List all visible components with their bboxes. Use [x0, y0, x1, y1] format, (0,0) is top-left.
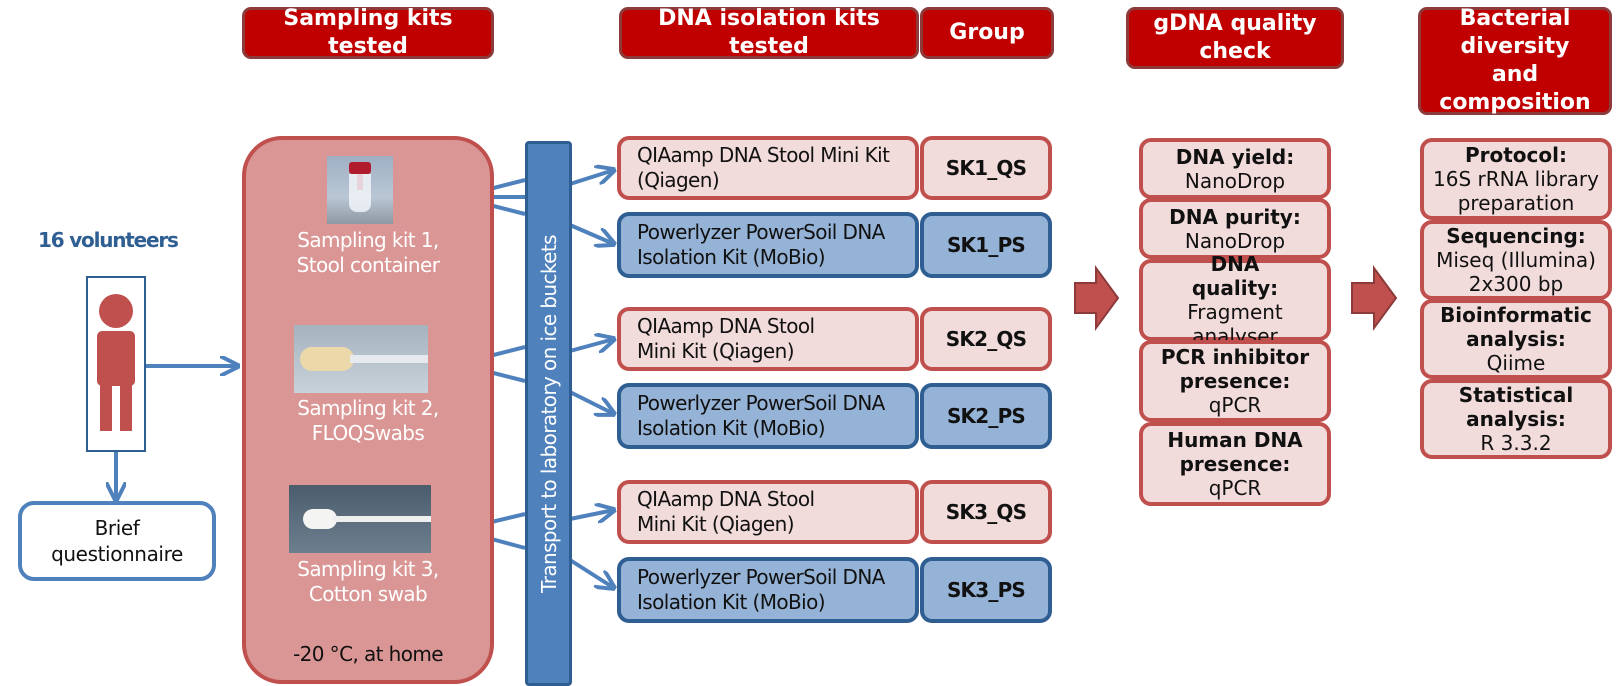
group-sk1-ps: SK1_PS — [920, 212, 1052, 278]
kit3-to-qs-arrow — [569, 510, 614, 519]
header-bacterial-diversity: Bacterial diversity and composition — [1418, 6, 1612, 115]
isolation-kit-sk2-ps: Powerlyzer PowerSoil DNA Isolation Kit (… — [617, 383, 919, 449]
quality-dna-purity: DNA purity:NanoDrop — [1139, 198, 1331, 259]
quality-dna-quality: DNA quality:Fragment analyser — [1139, 252, 1331, 348]
person-icon — [97, 294, 135, 431]
volunteer-figure-box — [86, 276, 146, 452]
quality-pcr-inhibitor: PCR inhibitor presence:qPCR — [1139, 340, 1331, 422]
isolation-kit-sk2-qs: QIAamp DNA Stool Mini Kit (Qiagen) — [617, 307, 919, 371]
isolation-kit-sk1-ps: Powerlyzer PowerSoil DNA Isolation Kit (… — [617, 212, 919, 278]
analysis-statistical: Statistical analysis:R 3.3.2 — [1420, 379, 1612, 459]
group-sk2-ps: SK2_PS — [920, 383, 1052, 449]
flow-arrow-2 — [1351, 264, 1398, 332]
quality-dna-yield: DNA yield:NanoDrop — [1139, 138, 1331, 199]
transport-bar: Transport to laboratory on ice buckets — [525, 141, 572, 686]
kit1-to-qs-arrow — [569, 170, 614, 186]
storage-note: -20 °C, at home — [293, 642, 443, 666]
kit3-to-ps-arrow — [568, 558, 614, 588]
header-dna-isolation: DNA isolation kits tested — [619, 6, 919, 59]
analysis-sequencing: Sequencing:Miseq (Illumina) 2x300 bp — [1420, 220, 1612, 300]
group-sk3-qs: SK3_QS — [920, 480, 1052, 544]
cotton-swab-image — [289, 485, 431, 553]
sampling-kit-3-label: Sampling kit 3, Cotton swab — [297, 557, 439, 606]
analysis-bioinformatic: Bioinformatic analysis:Qiime — [1420, 299, 1612, 379]
group-sk1-qs: SK1_QS — [920, 136, 1052, 200]
floqswab-image — [294, 325, 428, 393]
kit1-to-ps-arrow — [569, 223, 614, 244]
isolation-kit-sk3-qs: QIAamp DNA Stool Mini Kit (Qiagen) — [617, 480, 919, 544]
sampling-kit-2-label: Sampling kit 2, FLOQSwabs — [297, 396, 439, 445]
header-group: Group — [920, 7, 1054, 59]
group-sk2-qs: SK2_QS — [920, 307, 1052, 371]
header-sampling-kits: Sampling kits tested — [242, 6, 494, 59]
kit2-to-ps-arrow — [569, 390, 614, 414]
stool-container-image — [327, 156, 393, 224]
kit2-to-qs-arrow — [569, 339, 614, 351]
questionnaire-box: Brief questionnaire — [18, 501, 216, 581]
analysis-protocol: Protocol:16S rRNA library preparation — [1420, 138, 1612, 220]
flow-arrow-1 — [1074, 264, 1120, 332]
volunteers-label: 16 volunteers — [38, 228, 179, 252]
isolation-kit-sk1-qs: QIAamp DNA Stool Mini Kit (Qiagen) — [617, 136, 919, 200]
isolation-kit-sk3-ps: Powerlyzer PowerSoil DNA Isolation Kit (… — [617, 557, 919, 623]
group-sk3-ps: SK3_PS — [920, 557, 1052, 623]
sampling-kits-panel — [242, 136, 494, 684]
header-gdna-quality: gDNA quality check — [1126, 7, 1344, 69]
sampling-kit-1-label: Sampling kit 1, Stool container — [296, 228, 440, 277]
quality-human-dna: Human DNA presence:qPCR — [1139, 422, 1331, 506]
transport-label: Transport to laboratory on ice buckets — [536, 234, 561, 593]
